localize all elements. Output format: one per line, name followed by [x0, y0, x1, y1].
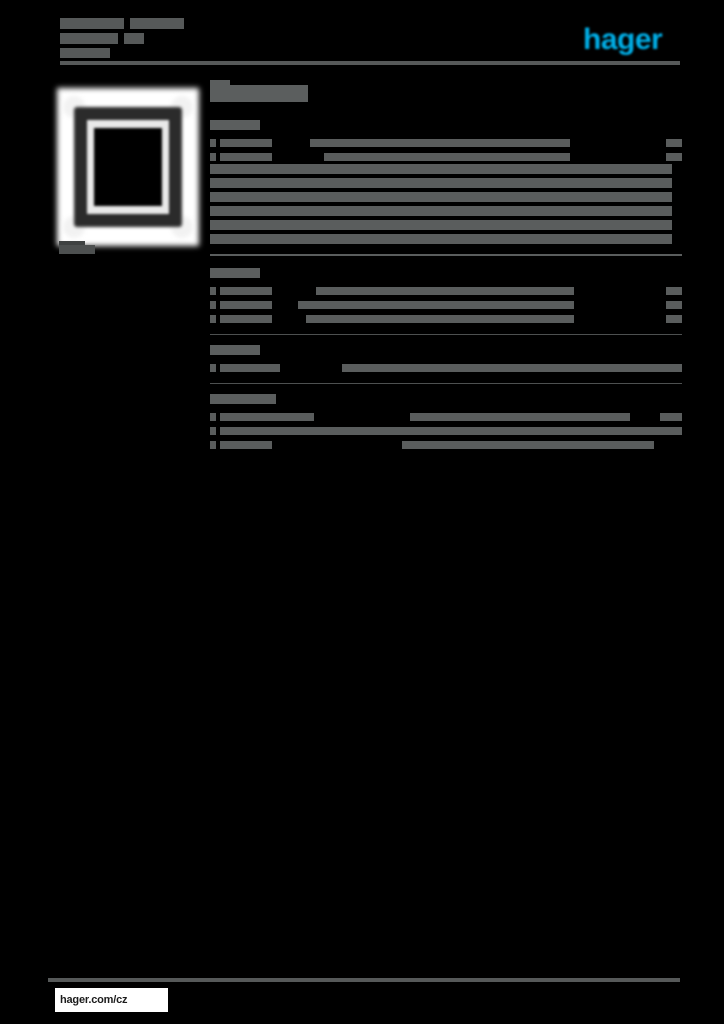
spec-block-title [210, 268, 260, 278]
spec-row-bullet [210, 364, 216, 372]
spec-row [210, 424, 682, 438]
page-title-line-2 [60, 33, 118, 44]
spec-row-label [220, 427, 272, 435]
spec-row [210, 136, 682, 150]
product-caption-top [59, 241, 85, 245]
product-image [57, 88, 199, 246]
spec-row [210, 438, 682, 452]
spec-content [210, 80, 682, 456]
spec-row-value [666, 315, 682, 323]
footer-divider [48, 978, 680, 982]
spec-row-leader [272, 427, 682, 435]
spec-row-bullet [210, 441, 216, 449]
frame-aperture [94, 128, 162, 206]
spec-paragraph-line [210, 234, 672, 244]
spec-row-value [666, 139, 682, 147]
hager-logo: hager [583, 23, 663, 56]
spec-block [210, 120, 682, 244]
spec-block-divider [210, 334, 682, 335]
spec-row-leader [402, 441, 654, 449]
spec-row-leader [310, 139, 570, 147]
spec-block [210, 345, 682, 375]
spec-row-bullet [210, 153, 216, 161]
page-footer [0, 978, 724, 1024]
spec-row-label [220, 364, 280, 372]
spec-block-title [210, 394, 276, 404]
spec-block-divider [210, 254, 682, 256]
spec-row-bullet [210, 427, 216, 435]
footer-right-text [610, 988, 682, 1010]
spec-row-label [220, 301, 272, 309]
spec-row-leader [316, 287, 574, 295]
spec-blocks [210, 120, 682, 452]
spec-row-leader [324, 153, 570, 161]
spec-row [210, 410, 682, 424]
page-header: hager [0, 0, 724, 75]
spec-row-bullet [210, 413, 216, 421]
spec-row-bullet [210, 301, 216, 309]
spec-row-value [666, 287, 682, 295]
spec-row [210, 361, 682, 375]
spec-row-bullet [210, 287, 216, 295]
spec-paragraph-line [210, 206, 672, 216]
spec-row-leader [342, 364, 682, 372]
spec-row-bullet [210, 139, 216, 147]
spec-row [210, 150, 682, 164]
spec-row [210, 284, 682, 298]
spec-row-value [660, 413, 682, 421]
spec-paragraph-line [210, 220, 672, 230]
spec-row-label [220, 315, 272, 323]
spec-row-leader [298, 301, 574, 309]
spec-row-label [220, 153, 272, 161]
spec-row-label [220, 441, 272, 449]
spec-paragraph-line [210, 192, 672, 202]
spec-paragraph-line [210, 178, 672, 188]
spec-paragraph-line [210, 164, 672, 174]
page-title-line-3 [60, 48, 110, 58]
product-caption [59, 245, 95, 254]
spec-block-title [210, 120, 260, 130]
page-title-line-1b [130, 18, 184, 29]
spec-row-label [220, 287, 272, 295]
spec-row-leader [410, 413, 630, 421]
spec-block-title [210, 345, 260, 355]
page-title-line-1 [60, 18, 124, 29]
spec-row-label [220, 139, 272, 147]
spec-block [210, 268, 682, 326]
page-title-line-2b [124, 33, 144, 44]
spec-row [210, 298, 682, 312]
spec-row-leader [306, 315, 574, 323]
footer-url-label: hager.com/cz [60, 994, 128, 1006]
spec-block [210, 394, 682, 452]
spec-block-divider [210, 383, 682, 384]
footer-center-text [320, 988, 450, 1010]
spec-row-value [666, 153, 682, 161]
spec-row-bullet [210, 315, 216, 323]
header-divider [60, 61, 680, 65]
footer-url[interactable]: hager.com/cz [55, 988, 168, 1012]
section-heading [210, 80, 308, 102]
spec-row [210, 312, 682, 326]
spec-row-value [666, 301, 682, 309]
spec-row-label [220, 413, 314, 421]
